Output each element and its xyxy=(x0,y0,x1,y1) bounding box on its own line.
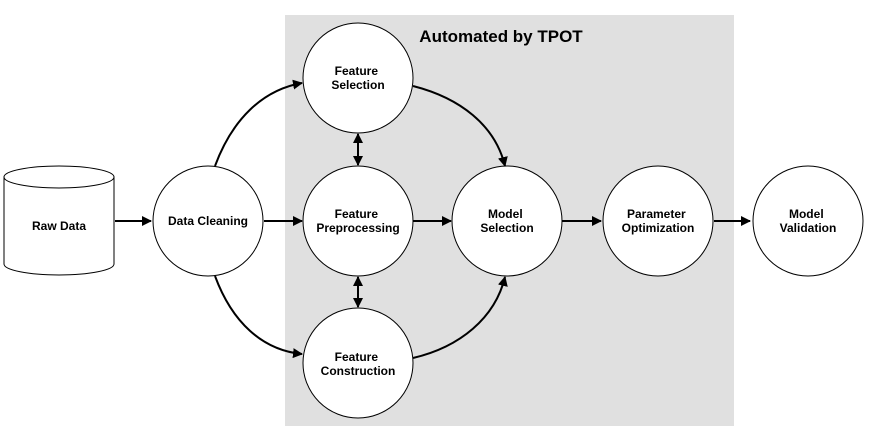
data-cleaning-label-line: Data Cleaning xyxy=(168,214,248,228)
feature-preprocessing-node: Feature Preprocessing xyxy=(302,165,414,277)
model-validation-label: Model Validation xyxy=(780,207,837,235)
model-selection-label-line-1: Model xyxy=(488,207,523,221)
data-cleaning-label: Data Cleaning xyxy=(168,214,248,228)
parameter-optimization-label-line-2: Optimization xyxy=(622,221,695,235)
feature-construction-label: Feature Construction xyxy=(321,350,396,378)
feature-selection-label-line-1: Feature xyxy=(335,64,379,78)
data-cleaning-circle xyxy=(152,165,264,277)
feature-preprocessing-circle xyxy=(302,165,414,277)
feature-preprocessing-label-line-2: Preprocessing xyxy=(316,221,399,235)
feature-selection-label: Feature Selection xyxy=(331,64,384,92)
data-cleaning-node: Data Cleaning xyxy=(152,165,264,277)
model-validation-label-line-2: Validation xyxy=(780,221,837,235)
region-title: Automated by TPOT xyxy=(419,27,583,46)
feature-selection-node: Feature Selection xyxy=(302,22,414,134)
edge-feature-construction-to-model-selection xyxy=(412,276,508,359)
edge-data-cleaning-to-feature-construction xyxy=(214,275,303,359)
feature-preprocessing-label: Feature Preprocessing xyxy=(316,207,399,235)
feature-selection-label-line-2: Selection xyxy=(331,78,384,92)
feature-construction-label-line-2: Construction xyxy=(321,364,396,378)
model-validation-label-line-1: Model xyxy=(789,207,824,221)
parameter-optimization-circle xyxy=(602,165,714,277)
model-selection-node: Model Selection xyxy=(451,165,563,277)
cylinder-icon xyxy=(3,177,115,276)
raw-data-node: Raw Data xyxy=(3,165,115,276)
raw-data-label: Raw Data xyxy=(32,219,86,233)
edge-data-cleaning-to-feature-selection xyxy=(214,79,303,167)
feature-selection-circle xyxy=(302,22,414,134)
parameter-optimization-label: Parameter Optimization xyxy=(622,207,695,235)
edges xyxy=(115,79,751,359)
parameter-optimization-node: Parameter Optimization xyxy=(602,165,714,277)
model-selection-label-line-2: Selection xyxy=(480,221,533,235)
model-validation-node: Model Validation xyxy=(752,165,864,277)
feature-preprocessing-label-line-1: Feature xyxy=(335,207,379,221)
raw-data-label-line: Raw Data xyxy=(32,219,86,233)
feature-construction-circle xyxy=(302,307,414,419)
model-selection-circle xyxy=(451,165,563,277)
edge-feature-selection-to-model-selection xyxy=(412,85,508,167)
model-selection-label: Model Selection xyxy=(480,207,533,235)
feature-construction-label-line-1: Feature xyxy=(335,350,379,364)
model-validation-circle xyxy=(752,165,864,277)
cylinder-top xyxy=(3,165,115,189)
feature-construction-node: Feature Construction xyxy=(302,307,414,419)
parameter-optimization-label-line-1: Parameter xyxy=(627,207,686,221)
